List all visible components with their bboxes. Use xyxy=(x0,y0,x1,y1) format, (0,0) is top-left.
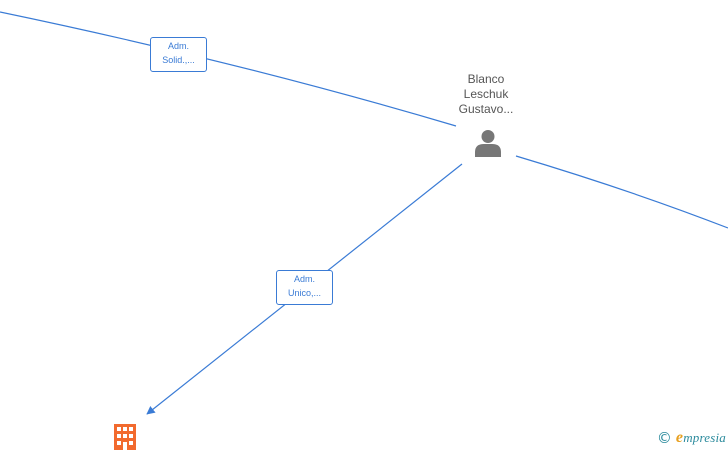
person-name-line: Leschuk xyxy=(463,87,509,101)
empresia-logo: empresia xyxy=(675,429,726,446)
edge-label-line: Adm. xyxy=(293,274,315,284)
copyright-icon: © xyxy=(656,429,672,447)
edge-label-line: Unico,... xyxy=(287,288,321,298)
edge-label-line: Adm. xyxy=(167,41,189,51)
empresia-watermark: © empresia xyxy=(657,429,726,447)
building-icon[interactable] xyxy=(113,424,137,450)
edge-solid-line xyxy=(0,11,457,127)
person-icon[interactable] xyxy=(473,128,503,158)
edge-right-line xyxy=(515,155,728,229)
person-name[interactable]: Blanco Leschuk Gustavo... xyxy=(446,72,526,117)
edge-label-adm-unico[interactable]: Adm. Unico,... xyxy=(276,270,333,305)
edge-label-line: Solid.,... xyxy=(162,55,195,65)
person-name-line: Gustavo... xyxy=(458,102,514,116)
person-name-line: Blanco xyxy=(467,72,505,86)
edge-label-adm-solid[interactable]: Adm. Solid.,... xyxy=(150,37,207,72)
